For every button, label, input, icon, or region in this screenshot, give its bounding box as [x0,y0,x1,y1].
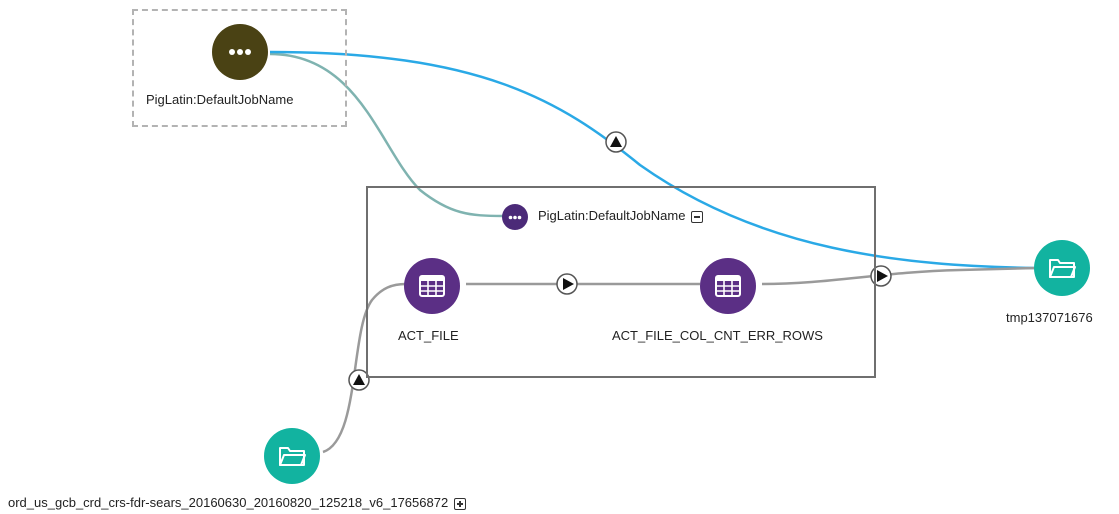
dataset-node-act-file-err-label: ACT_FILE_COL_CNT_ERR_ROWS [612,328,823,343]
group-job-node[interactable] [502,204,528,230]
group-job-label-row: PigLatin:DefaultJobName [538,208,704,223]
edge-job-to-tmp[interactable] [269,50,1037,270]
more-dots-icon [508,215,522,219]
job-node-label: PigLatin:DefaultJobName [146,92,294,107]
job-node[interactable] [212,24,268,80]
more-dots-icon [229,49,251,55]
file-node-source-label: ord_us_gcb_crd_crs-fdr-sears_20160630_20… [8,495,449,510]
edge-arrow-marker[interactable] [605,131,627,153]
edge-source-to-actfile[interactable] [322,282,407,454]
edge-err-to-tmp[interactable] [761,266,1037,286]
table-icon [715,275,741,297]
dataset-node-act-file-err[interactable] [700,258,756,314]
job-group-container[interactable] [366,186,876,378]
file-node-source[interactable] [264,428,320,484]
edge-arrow-marker[interactable] [556,273,578,295]
file-node-tmp[interactable] [1034,240,1090,296]
edge-arrow-marker[interactable] [348,369,370,391]
group-job-label: PigLatin:DefaultJobName [538,208,686,223]
file-node-tmp-label: tmp137071676 [1006,310,1093,325]
selection-box [132,9,347,127]
dataset-node-act-file[interactable] [404,258,460,314]
edge-arrow-marker[interactable] [870,265,892,287]
dataset-node-act-file-label: ACT_FILE [398,328,459,343]
table-icon [419,275,445,297]
expand-node-button[interactable] [454,497,467,510]
file-node-source-label-row: ord_us_gcb_crd_crs-fdr-sears_20160630_20… [8,495,467,510]
edge-job-to-group[interactable] [269,52,504,218]
collapse-group-button[interactable] [691,210,704,223]
folder-icon [1049,259,1076,278]
folder-icon [279,447,306,466]
